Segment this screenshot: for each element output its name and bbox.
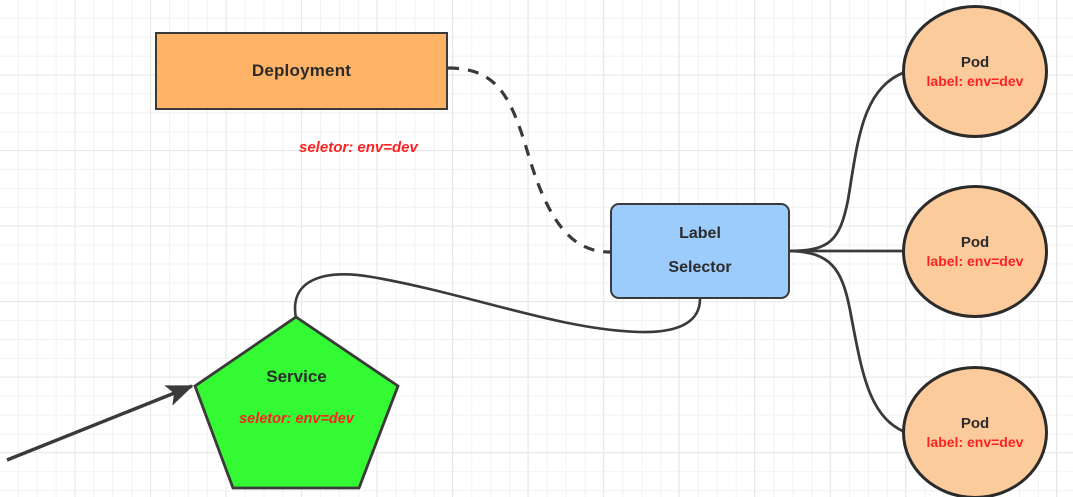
deployment-selector-annotation: seletor: env=dev	[299, 139, 418, 156]
edge-deployment-to-selector	[447, 66, 611, 254]
pod-label: label: env=dev	[926, 253, 1024, 269]
pod-label: label: env=dev	[926, 73, 1024, 89]
service-selector-label: seletor: env=dev	[239, 411, 354, 427]
service-node[interactable]: Service seletor: env=dev	[194, 315, 399, 490]
deployment-node[interactable]: Deployment	[155, 32, 448, 110]
pod-title: Pod	[960, 234, 990, 251]
pod-node-top[interactable]: Pod label: env=dev	[902, 5, 1048, 138]
pod-label: label: env=dev	[926, 434, 1024, 450]
edge-selector-to-pod-bottom	[788, 249, 912, 436]
service-pentagon[interactable]	[193, 315, 400, 490]
label-selector-node[interactable]: Label Selector	[610, 203, 790, 299]
pod-title: Pod	[960, 54, 990, 71]
label-selector-line-2: Selector	[668, 259, 732, 276]
label-selector-line-1: Label	[679, 225, 721, 242]
pod-node-middle[interactable]: Pod label: env=dev	[902, 185, 1048, 318]
pod-node-bottom[interactable]: Pod label: env=dev	[902, 366, 1048, 497]
pod-title: Pod	[960, 415, 990, 432]
edge-external-to-service	[6, 384, 194, 462]
service-title: Service	[266, 367, 327, 386]
deployment-label: Deployment	[251, 61, 352, 80]
edge-selector-to-pod-top	[788, 69, 910, 253]
